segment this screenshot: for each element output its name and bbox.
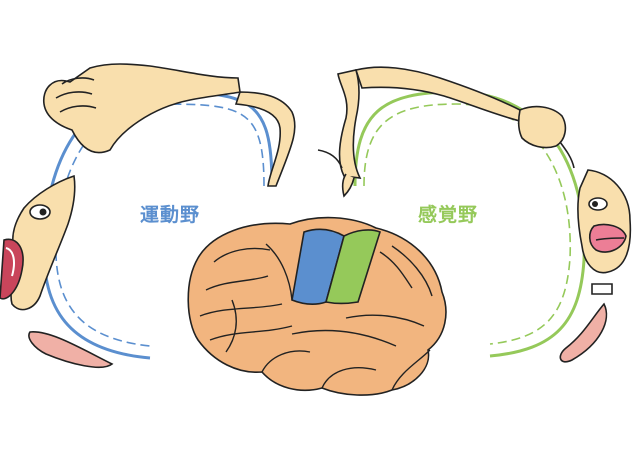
- motor-cortex-label: 運動野: [140, 204, 201, 226]
- sensory-face: [577, 169, 632, 274]
- sensory-teeth: [591, 283, 613, 295]
- motor-foot: [234, 91, 296, 187]
- motor-hand: [43, 63, 241, 154]
- motor-mouth: [0, 238, 24, 300]
- motor-face: [10, 174, 76, 311]
- sensory-arm: [354, 66, 526, 124]
- sensory-tongue: [559, 302, 608, 363]
- brain: [187, 216, 447, 396]
- sensory-hand: [517, 105, 567, 149]
- sensory-strip: [325, 229, 381, 305]
- sensory-homunculus: [317, 66, 632, 363]
- motor-tongue: [28, 331, 114, 368]
- motor-homunculus: [0, 63, 296, 368]
- sensory-cortex-label: 感覚野: [418, 204, 479, 226]
- brain-outline: [187, 216, 447, 396]
